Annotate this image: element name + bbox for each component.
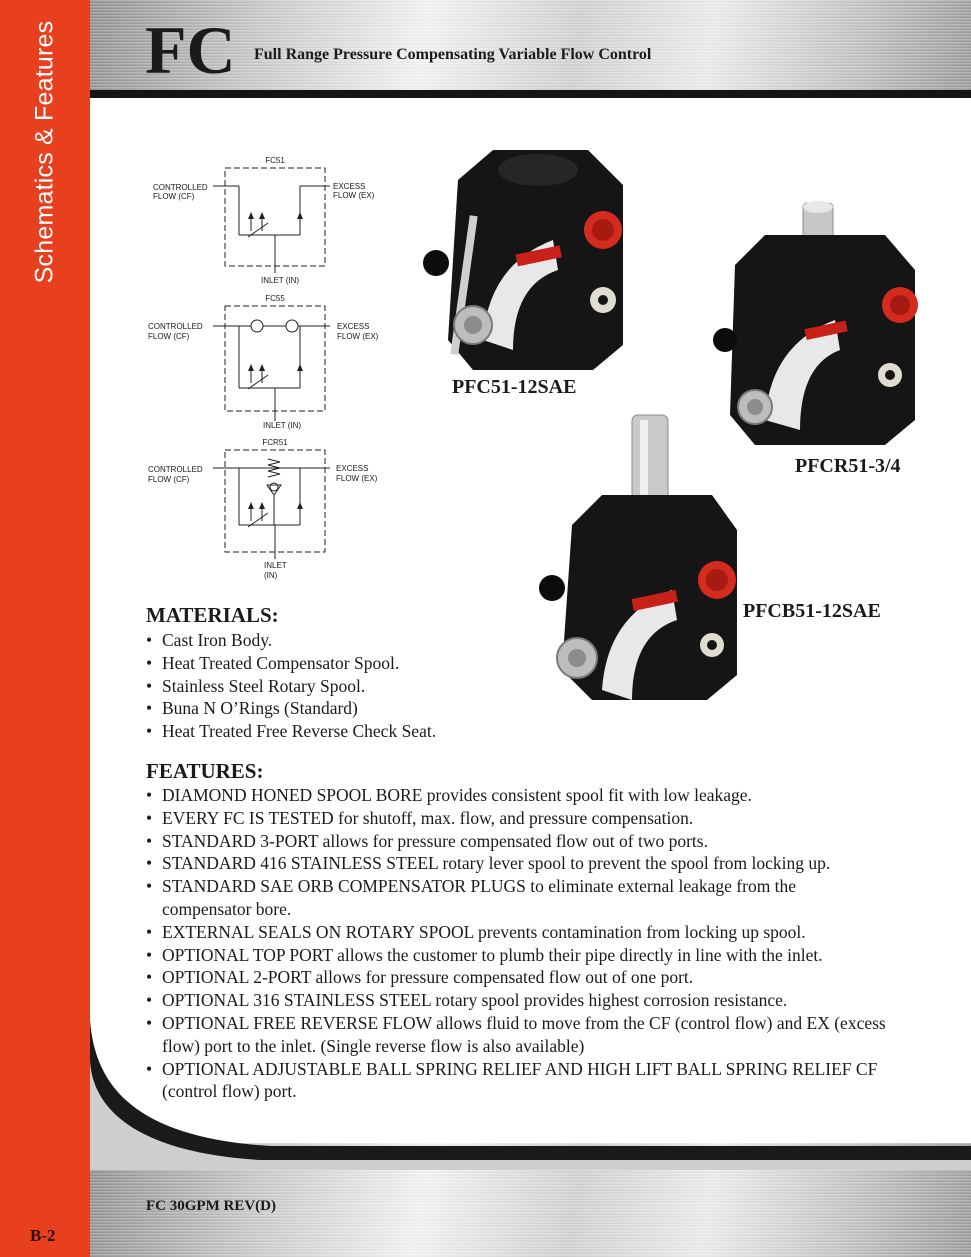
list-item: Buna N O’Rings (Standard) (146, 697, 596, 720)
list-item: EVERY FC IS TESTED for shutoff, max. flo… (146, 807, 921, 830)
schematic-title: FCR51 (262, 438, 288, 447)
schematic-label: FLOW (EX) (333, 191, 375, 200)
schematic-label: EXCESS (333, 182, 365, 191)
product-image-pfc51 (418, 145, 633, 375)
list-item: Cast Iron Body. (146, 629, 596, 652)
materials-heading: MATERIALS: (146, 603, 279, 627)
list-item: STANDARD SAE ORB COMPENSATOR PLUGS to el… (146, 875, 852, 921)
list-item: OPTIONAL ADJUSTABLE BALL SPRING RELIEF A… (146, 1058, 932, 1104)
schematic-label: (IN) (264, 571, 278, 580)
features-list: DIAMOND HONED SPOOL BORE provides consis… (146, 784, 921, 1103)
schematic-fc51: FC51 CONTROLLED FLOW (CF) EXCESS FLOW (E… (140, 155, 390, 285)
schematic-label: EXCESS (337, 322, 369, 331)
header-rule (90, 90, 971, 98)
schematic-label: INLET (IN) (261, 276, 299, 285)
list-item: Stainless Steel Rotary Spool. (146, 675, 596, 698)
schematic-label: INLET (264, 561, 287, 570)
list-item: Heat Treated Free Reverse Check Seat. (146, 720, 596, 743)
schematic-fcr51: FCR51 CONTROLLED FLOW (CF) EXCESS FLOW (… (140, 437, 390, 582)
header-band (90, 0, 971, 92)
schematic-label: FLOW (CF) (148, 332, 190, 341)
schematic-label: FLOW (CF) (153, 192, 195, 201)
features-heading: FEATURES: (146, 759, 264, 783)
schematic-label: FLOW (EX) (337, 332, 379, 341)
list-item: OPTIONAL 2-PORT allows for pressure comp… (146, 966, 921, 989)
list-item: OPTIONAL FREE REVERSE FLOW allows fluid … (146, 1012, 897, 1058)
page-number: B-2 (30, 1226, 56, 1245)
list-item: EXTERNAL SEALS ON ROTARY SPOOL prevents … (146, 921, 921, 944)
bottom-curve-divider (90, 1020, 971, 1170)
product-code: FC (145, 12, 236, 88)
schematic-label: INLET (IN) (263, 421, 301, 430)
product-model-label: PFCR51-3/4 (795, 455, 901, 477)
page-title: Full Range Pressure Compensating Variabl… (254, 46, 652, 63)
schematic-label: CONTROLLED (153, 183, 208, 192)
list-item: DIAMOND HONED SPOOL BORE provides consis… (146, 784, 921, 807)
list-item: OPTIONAL TOP PORT allows the customer to… (146, 944, 921, 967)
materials-list: Cast Iron Body. Heat Treated Compensator… (146, 629, 596, 743)
list-item: Heat Treated Compensator Spool. (146, 652, 596, 675)
schematic-label: FLOW (EX) (336, 474, 378, 483)
schematic-fc55: FC55 CONTROLLED FLOW (CF) EXCESS FLOW (E… (140, 293, 390, 433)
schematic-title: FC51 (265, 156, 285, 165)
revision-label: FC 30GPM REV(D) (146, 1198, 276, 1214)
product-model-label: PFC51-12SAE (452, 376, 577, 398)
schematic-label: CONTROLLED (148, 322, 203, 331)
schematic-label: CONTROLLED (148, 465, 203, 474)
list-item: STANDARD 416 STAINLESS STEEL rotary leve… (146, 852, 921, 875)
side-tab-label: Schematics & Features (30, 20, 59, 284)
product-image-pfcr51 (705, 195, 920, 455)
side-tab: Schematics & Features (0, 0, 90, 1257)
list-item: STANDARD 3-PORT allows for pressure comp… (146, 830, 921, 853)
schematic-label: EXCESS (336, 464, 368, 473)
product-model-label: PFCB51-12SAE (743, 600, 881, 622)
schematic-title: FC55 (265, 294, 285, 303)
list-item: OPTIONAL 316 STAINLESS STEEL rotary spoo… (146, 989, 921, 1012)
schematic-label: FLOW (CF) (148, 475, 190, 484)
